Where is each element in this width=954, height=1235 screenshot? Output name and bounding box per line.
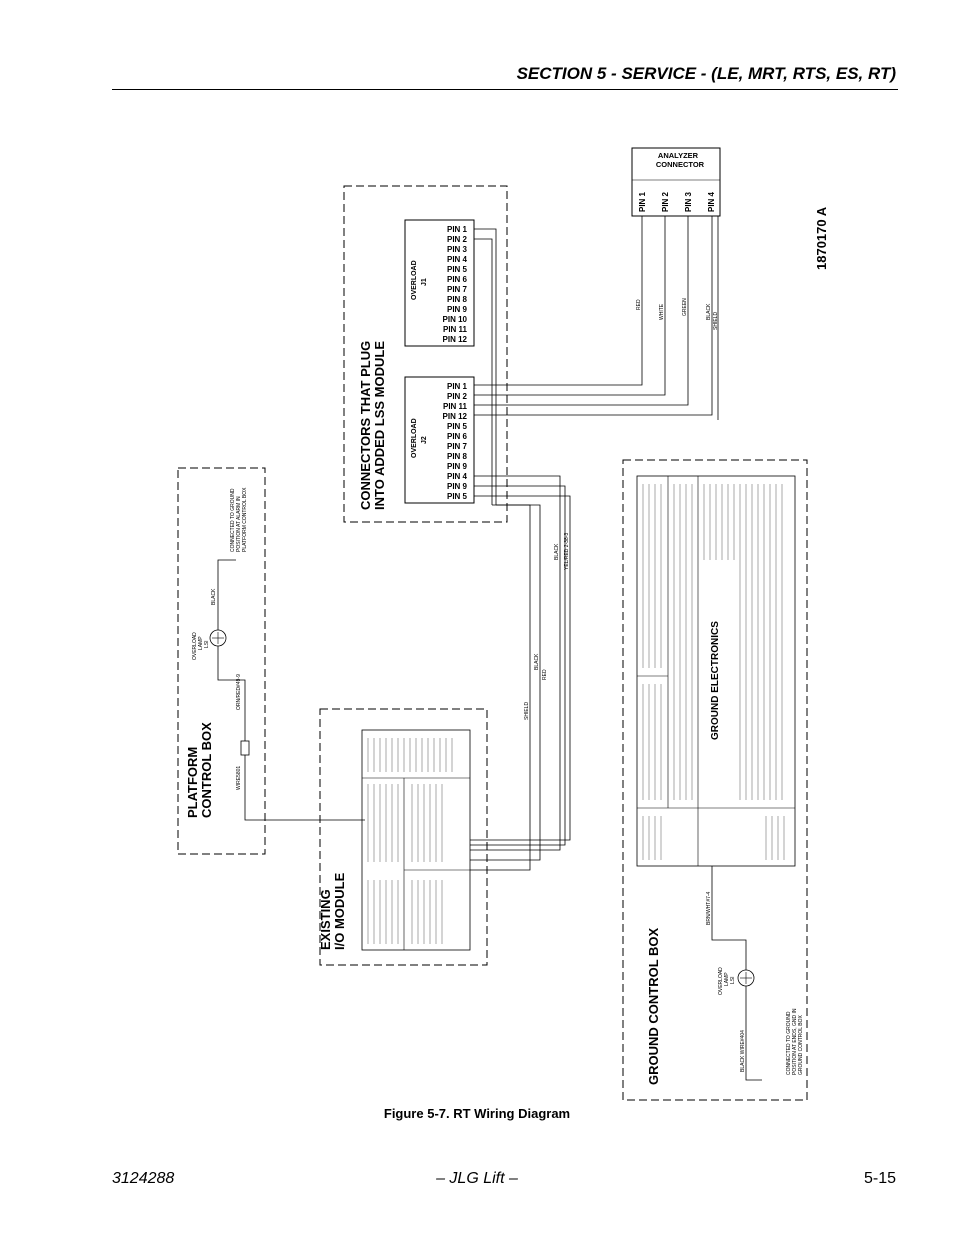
platform-wire-black: BLACK [211, 588, 217, 605]
j1-pin: PIN 3 [447, 245, 468, 254]
lss-module-box [343, 185, 508, 523]
overload-j1-connector: OVERLOAD J1 PIN 1 PIN 2 PIN 3 PIN 4 PIN … [404, 219, 475, 347]
j2-pin: PIN 4 [447, 472, 468, 481]
figure-caption: Figure 5-7. RT Wiring Diagram [383, 1106, 571, 1121]
ground-wires [711, 866, 762, 1081]
j1-pin: PIN 2 [447, 235, 468, 244]
wire-black-label: BLACK [706, 303, 712, 320]
j2-pin: PIN 5 [447, 492, 468, 501]
ground-note: POSITION AT ENDS, GND IN [792, 1008, 798, 1075]
analyzer-pin-3: PIN 3 [684, 191, 693, 212]
j1-label-1: OVERLOAD [411, 260, 418, 300]
j2-pin: PIN 1 [447, 382, 468, 391]
platform-lamp-label: LAMP [198, 636, 204, 650]
j1-pin: PIN 10 [443, 315, 468, 324]
j1-label-2: J1 [421, 278, 428, 286]
platform-wire-id: WIRE5801 [236, 766, 242, 790]
ground-electronics-label: GROUND ELECTRONICS [710, 621, 721, 740]
platform-title-1: PLATFORM [185, 747, 200, 818]
ground-title: GROUND CONTROL BOX [646, 927, 661, 1085]
j1-pin: PIN 12 [443, 335, 468, 344]
ground-lamp-label: LSI [730, 976, 736, 984]
platform-ground-note: CONNECTED TO GROUND [230, 488, 236, 552]
ground-overload-lamp [737, 969, 755, 987]
j2-wires [470, 475, 571, 871]
section-header: SECTION 5 - SERVICE - (LE, MRT, RTS, ES,… [516, 64, 896, 83]
ground-note: CONNECTED TO GROUND [786, 1011, 792, 1075]
ground-note: GROUND CONTROL BOX [798, 1015, 804, 1075]
j2-pin: PIN 9 [447, 462, 468, 471]
j2-pin: PIN 11 [443, 402, 468, 411]
io-wire-label: SHIELD [524, 702, 530, 720]
io-wire-label: RED [542, 669, 548, 680]
lss-title-2: INTO ADDED LSS MODULE [372, 341, 387, 510]
platform-lamp-label: LSI [204, 640, 210, 648]
j1-pin: PIN 4 [447, 255, 468, 264]
j2-pin: PIN 5 [447, 422, 468, 431]
j1-pin: PIN 8 [447, 295, 468, 304]
io-wire-label: BLACK [534, 653, 540, 670]
platform-title-2: CONTROL BOX [199, 722, 214, 818]
j2-pin: PIN 2 [447, 392, 468, 401]
io-receptacle-block [361, 729, 471, 951]
platform-control-box [177, 467, 266, 855]
j1-wires [474, 228, 497, 505]
io-wire-label: BLACK [554, 543, 560, 560]
ground-electronics-block: GROUND ELECTRONICS [636, 475, 796, 867]
platform-ground-note: PLATFORM CONTROL BOX [242, 487, 248, 552]
io-wire-label: YEL/RED 2-38-3 [564, 533, 570, 570]
j2-pin: PIN 6 [447, 432, 468, 441]
j1-pin: PIN 9 [447, 305, 468, 314]
wire-green-label: GREEN [682, 298, 688, 316]
j2-pin: PIN 8 [447, 452, 468, 461]
io-module-box [319, 708, 488, 966]
lss-title-1: CONNECTORS THAT PLUG [358, 341, 373, 510]
drawing-number: 1870170 A [814, 206, 829, 270]
header-rule [112, 89, 898, 90]
j1-pin: PIN 7 [447, 285, 468, 294]
publisher: – JLG Lift – [436, 1170, 518, 1187]
j1-pin: PIN 6 [447, 275, 468, 284]
j2-label-2: J2 [421, 436, 428, 444]
ground-lamp-label: LAMP [724, 972, 730, 986]
wire-shield-label: SHIELD [713, 312, 719, 330]
j2-pin: PIN 9 [447, 482, 468, 491]
io-title-2: I/O MODULE [332, 872, 347, 950]
j1-pin: PIN 11 [443, 325, 468, 334]
analyzer-pin-2: PIN 2 [661, 191, 670, 212]
analyzer-title-1: ANALYZER [658, 151, 699, 160]
platform-wire-org: ORN/RED#49-9 [236, 674, 242, 710]
analyzer-connector: ANALYZER CONNECTOR PIN 1 PIN 2 PIN 3 PIN… [631, 147, 721, 217]
analyzer-pin-1: PIN 1 [638, 191, 647, 212]
j2-pin: PIN 12 [443, 412, 468, 421]
page-number: 5-15 [863, 1170, 896, 1187]
analyzer-pin-4: PIN 4 [707, 191, 716, 212]
ground-wire-blk: BLACK WIRE#404 [740, 1030, 746, 1072]
j2-label-1: OVERLOAD [411, 418, 418, 458]
platform-ground-note: POSITION AT ALARM IN [236, 496, 242, 552]
analyzer-wires [474, 216, 719, 420]
ground-wire-brn: BRN/WHT#7-4 [706, 891, 712, 925]
platform-wires [217, 559, 365, 821]
wire-white-label: WHITE [659, 303, 665, 320]
overload-j2-connector: OVERLOAD J2 PIN 1 PIN 2 PIN 11 PIN 12 PI… [404, 376, 475, 504]
wire-red-label: RED [636, 299, 642, 310]
ground-lamp-label: OVERLOAD [718, 967, 724, 995]
platform-lamp-label: OVERLOAD [192, 632, 198, 660]
platform-overload-lamp [209, 629, 227, 647]
analyzer-title-2: CONNECTOR [656, 160, 705, 169]
j1-pin: PIN 1 [447, 225, 468, 234]
doc-number: 3124288 [112, 1170, 175, 1187]
ground-control-box [622, 459, 808, 1101]
j1-pin: PIN 5 [447, 265, 468, 274]
io-title-1: EXISTING [318, 889, 333, 950]
j2-pin: PIN 7 [447, 442, 468, 451]
